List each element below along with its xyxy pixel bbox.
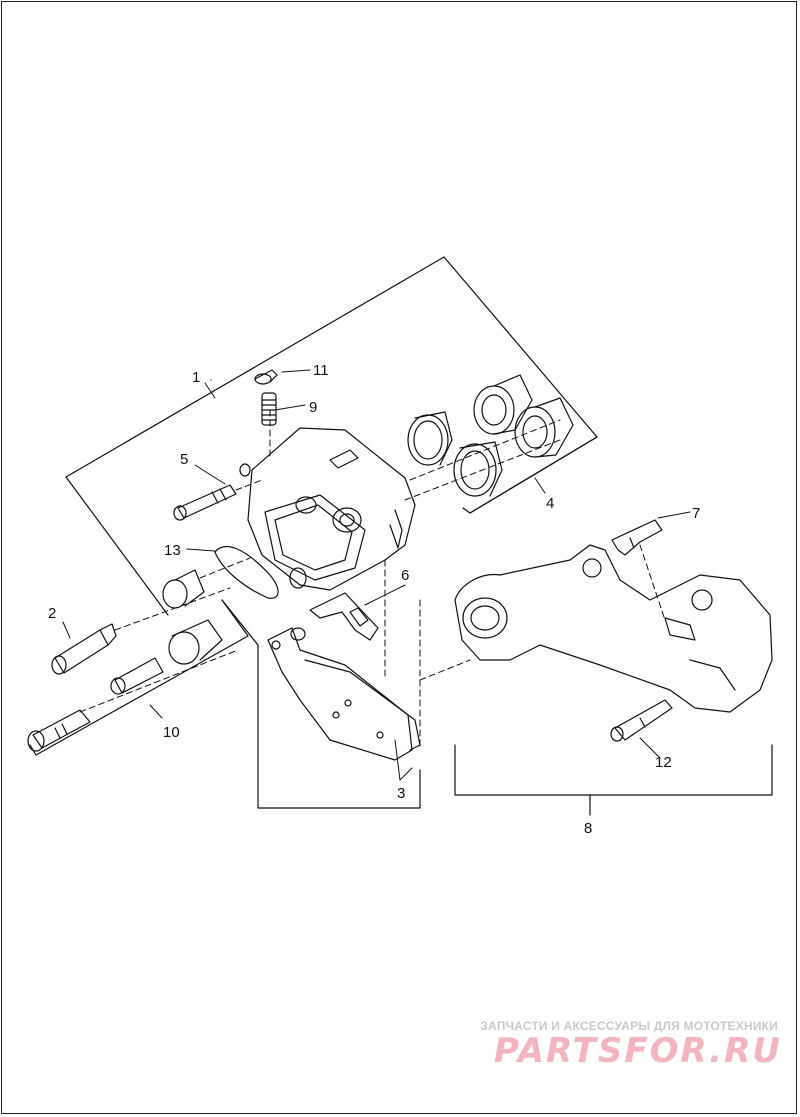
pad-spring-part-6 bbox=[309, 592, 379, 641]
callout-1: 1 bbox=[192, 369, 200, 386]
callout-11: 11 bbox=[313, 362, 329, 379]
callout-12: 12 bbox=[655, 754, 672, 771]
callout-labels: 1 2 3 4 5 6 7 8 9 10 11 12 13 bbox=[48, 362, 700, 837]
bleeder-cap-part bbox=[254, 369, 278, 385]
callout-6: 6 bbox=[401, 567, 409, 584]
callout-3: 3 bbox=[397, 785, 405, 802]
callout-4: 4 bbox=[546, 495, 554, 512]
callout-5: 5 bbox=[180, 451, 188, 468]
sleeve-part-2 bbox=[51, 623, 117, 675]
pistons-part-4 bbox=[407, 374, 574, 497]
pin-part-12 bbox=[610, 699, 673, 742]
clip-part-7 bbox=[611, 519, 663, 556]
group-outline-1 bbox=[65, 256, 598, 616]
group-outline-4 bbox=[462, 436, 598, 514]
assembly-lines bbox=[79, 409, 666, 751]
leader-lines bbox=[62, 369, 691, 781]
watermark-logo: PARTSFOR.RU bbox=[493, 1031, 782, 1071]
pin-part-5 bbox=[173, 463, 251, 521]
caliper-body bbox=[247, 427, 416, 591]
brake-pads-part-3 bbox=[267, 627, 421, 761]
bracket-part-8 bbox=[454, 544, 773, 713]
callout-7: 7 bbox=[692, 505, 700, 522]
callout-10: 10 bbox=[163, 724, 180, 741]
group-outline-8 bbox=[454, 744, 773, 816]
callout-2: 2 bbox=[48, 605, 56, 622]
group-outline-3 bbox=[221, 599, 421, 809]
pin-set-part-10 bbox=[27, 569, 223, 752]
group-outline-10 bbox=[29, 599, 249, 756]
callout-9: 9 bbox=[309, 399, 317, 416]
callout-8: 8 bbox=[584, 820, 592, 837]
watermark-tagline: ЗАПЧАСТИ И АКСЕССУАРЫ ДЛЯ МОТОТЕХНИКИ bbox=[480, 1019, 778, 1033]
bleeder-valve-part bbox=[261, 392, 277, 426]
gasket-part-13 bbox=[214, 546, 279, 599]
callout-13: 13 bbox=[164, 542, 181, 559]
